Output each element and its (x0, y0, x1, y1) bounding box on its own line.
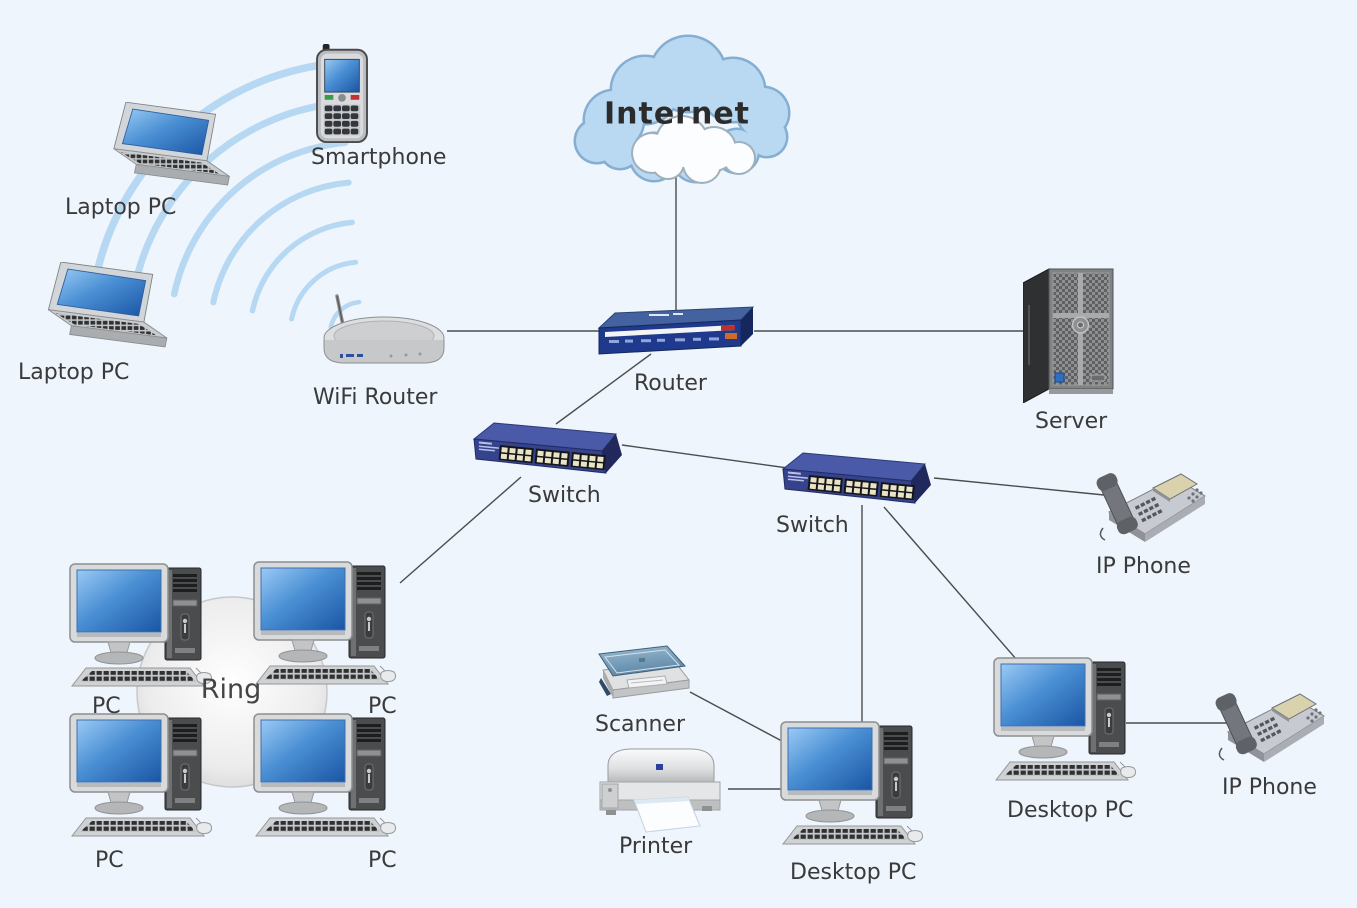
desktop-pc-right[interactable] (993, 657, 1137, 781)
server[interactable] (1023, 268, 1114, 403)
ring-pc-top-right[interactable] (253, 561, 397, 685)
scanner[interactable] (598, 645, 690, 699)
wifi-signal-arc (170, 139, 349, 298)
switch-right[interactable] (783, 453, 931, 503)
desktop-pc-center[interactable] (780, 721, 924, 845)
printer[interactable] (599, 748, 721, 833)
label-pc-bottom-right: PC (368, 848, 397, 873)
label-pc-top-right: PC (368, 694, 397, 719)
switch-left[interactable] (474, 423, 622, 473)
label-pc-bottom-left: PC (95, 848, 124, 873)
laptop-pc-bottom[interactable] (47, 262, 168, 348)
label-printer: Printer (619, 834, 693, 859)
label-router: Router (634, 371, 707, 396)
smartphone[interactable] (316, 44, 368, 144)
connectors (399, 176, 1232, 790)
label-desktop-pc-right: Desktop PC (1007, 798, 1134, 823)
label-smartphone: Smartphone (311, 145, 447, 170)
label-internet: Internet (603, 96, 751, 132)
laptop-pc-top[interactable] (113, 102, 230, 186)
connector-switch-ringpc[interactable] (399, 476, 522, 584)
label-desktop-pc-center: Desktop PC (790, 860, 917, 885)
connector-switch-desktop-right[interactable] (883, 506, 1031, 676)
connector-switch-switch[interactable] (621, 444, 796, 470)
ring-pc-bottom-left[interactable] (69, 713, 213, 837)
label-laptop-bottom: Laptop PC (18, 360, 130, 385)
label-pc-top-left: PC (92, 694, 121, 719)
label-switch-right: Switch (776, 513, 849, 538)
ip-phone-top[interactable] (1093, 470, 1206, 543)
wifi-signal-arc (210, 179, 352, 306)
wifi-signal-arc (249, 219, 355, 314)
ring-pc-bottom-right[interactable] (253, 713, 397, 837)
wifi-signal-arc (131, 99, 346, 290)
label-scanner: Scanner (595, 712, 686, 737)
router[interactable] (598, 306, 754, 355)
label-server: Server (1035, 409, 1108, 434)
wifi-router[interactable] (322, 294, 446, 365)
connector-scanner-desktop[interactable] (689, 691, 796, 749)
ip-phone-bottom[interactable] (1212, 690, 1325, 763)
internet-cloud[interactable] (573, 34, 791, 185)
label-laptop-top: Laptop PC (65, 195, 177, 220)
wifi-signal-arc (289, 259, 359, 322)
label-ip-phone-top: IP Phone (1096, 554, 1191, 579)
label-ip-phone-bottom: IP Phone (1222, 775, 1317, 800)
ring-pc-top-left[interactable] (69, 563, 213, 687)
connector-switch-ipphone[interactable] (933, 477, 1105, 496)
label-ring: Ring (200, 674, 262, 706)
label-switch-left: Switch (528, 483, 601, 508)
connector-router-switch[interactable] (555, 353, 652, 425)
label-wifi-router: WiFi Router (313, 385, 438, 410)
